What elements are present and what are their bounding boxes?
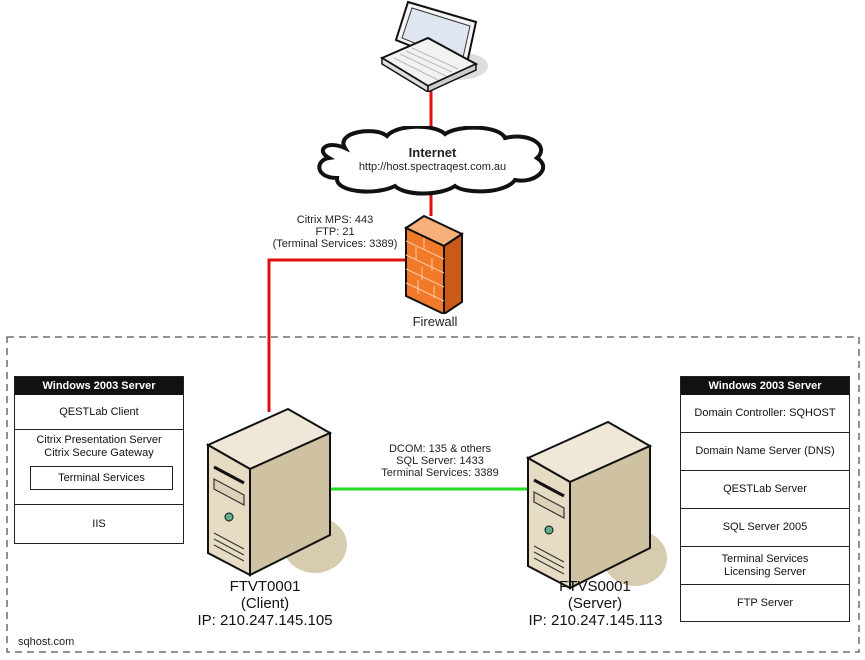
- lan-port-3: Terminal Services: 3389: [381, 467, 499, 479]
- server-service-ts-licensing: Terminal Services Licensing Server: [681, 546, 849, 584]
- service-label: SQL Server 2005: [722, 521, 808, 533]
- service-label: FTP Server: [736, 596, 794, 609]
- service-label: QESTLab Client: [59, 405, 139, 418]
- client-role: (Client): [240, 595, 290, 612]
- client-service-citrix: Citrix Presentation Server Citrix Secure…: [15, 429, 183, 504]
- service-label: Terminal Services: [721, 552, 809, 565]
- server-service-domain-controller: Domain Controller: SQHOST: [681, 395, 849, 432]
- service-label: IIS: [92, 517, 106, 530]
- internet-cloud-icon: [317, 126, 546, 196]
- server-hostname: FTVS0001: [559, 578, 631, 595]
- server-services-panel: Windows 2003 Server Domain Controller: S…: [680, 376, 850, 622]
- internet-url: http://host.spectraqest.com.au: [358, 161, 507, 173]
- server-service-dns: Domain Name Server (DNS): [681, 432, 849, 470]
- laptop-icon: [379, 0, 488, 92]
- client-hostname: FTVT0001: [229, 578, 301, 595]
- firewall-port-1: Citrix MPS: 443: [296, 214, 374, 226]
- service-label: Domain Controller: SQHOST: [694, 407, 836, 419]
- client-service-iis: IIS: [15, 504, 183, 543]
- server-service-ftp: FTP Server: [681, 584, 849, 621]
- internet-title: Internet: [408, 145, 457, 160]
- link-firewall-client: [267, 258, 412, 412]
- client-service-qestlab-client: QESTLab Client: [15, 395, 183, 429]
- service-label: Citrix Presentation Server: [36, 434, 162, 446]
- firewall-port-3: (Terminal Services: 3389): [272, 238, 398, 250]
- server-role: (Server): [567, 595, 623, 612]
- service-label: QESTLab Server: [723, 483, 807, 495]
- firewall-label: Firewall: [412, 314, 458, 329]
- client-ip: IP: 210.247.145.105: [197, 612, 333, 629]
- server-panel-header: Windows 2003 Server: [681, 377, 849, 395]
- server-service-qestlab-server: QESTLab Server: [681, 470, 849, 508]
- server-ip: IP: 210.247.145.113: [528, 612, 663, 629]
- service-label: Domain Name Server (DNS): [695, 445, 835, 457]
- service-label: Licensing Server: [724, 565, 806, 578]
- service-label: Citrix Secure Gateway: [44, 447, 154, 459]
- network-zone-boundary: [6, 336, 860, 653]
- main-server-tower-icon: [525, 420, 667, 590]
- network-zone-label: sqhost.com: [18, 636, 75, 648]
- client-services-panel: Windows 2003 Server QESTLab Client Citri…: [14, 376, 184, 544]
- client-panel-header: Windows 2003 Server: [15, 377, 183, 395]
- firewall-icon: [403, 214, 465, 314]
- server-service-sql-server: SQL Server 2005: [681, 508, 849, 546]
- firewall-port-2: FTP: 21: [315, 226, 355, 238]
- client-service-terminal-services: Terminal Services: [30, 466, 173, 490]
- lan-port-1: DCOM: 135 & others: [388, 443, 492, 455]
- lan-port-2: SQL Server: 1433: [396, 455, 484, 467]
- client-server-tower-icon: [205, 407, 347, 577]
